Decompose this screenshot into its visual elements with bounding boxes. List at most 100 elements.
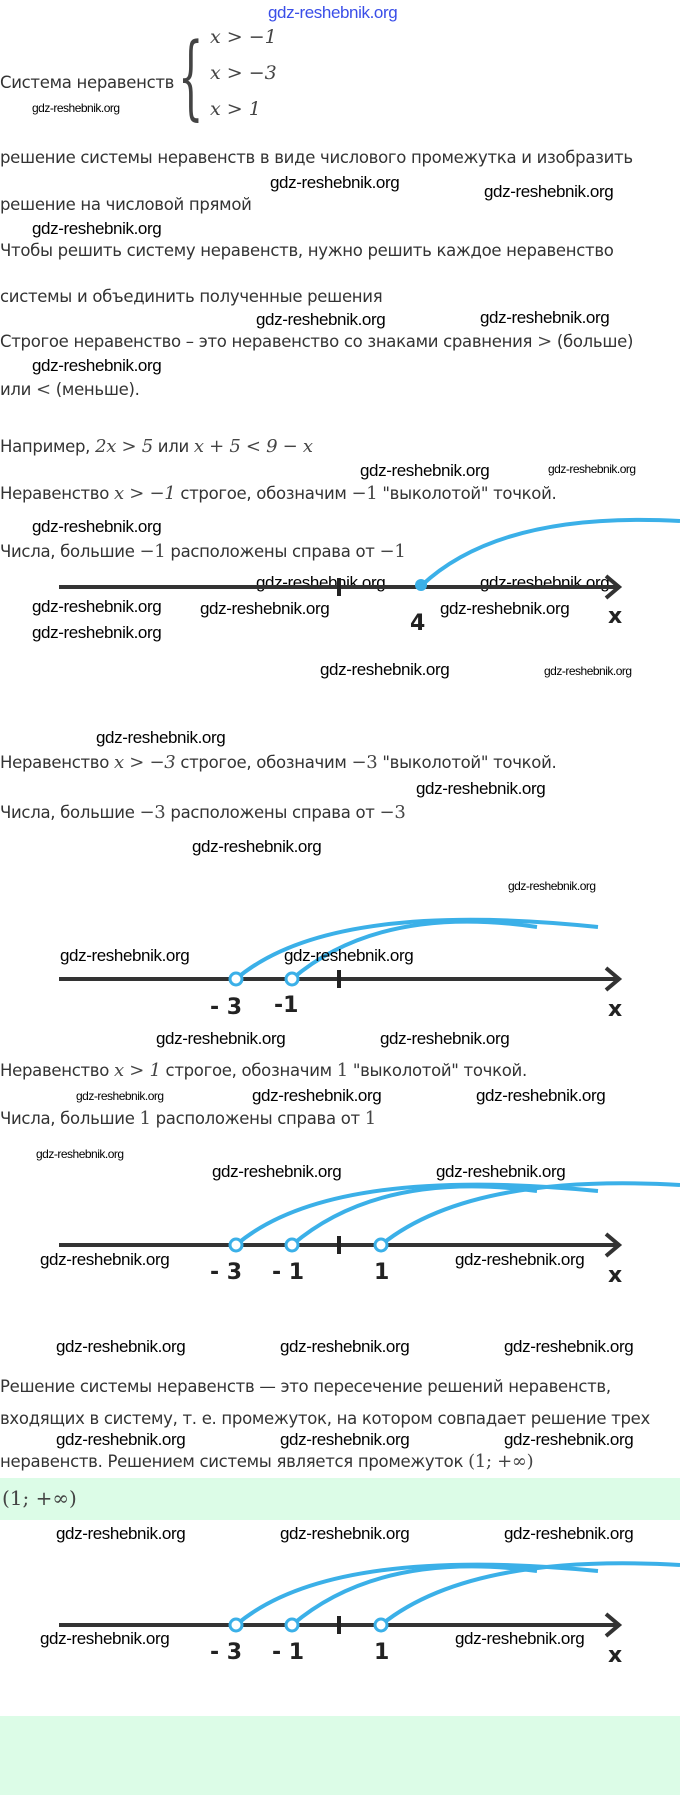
watermark: gdz-reshebnik.org	[32, 623, 162, 642]
math: >	[537, 331, 552, 352]
math: −1	[139, 541, 166, 562]
system-row: x > −1	[210, 26, 277, 48]
watermark: gdz-reshebnik.org	[56, 1337, 186, 1356]
watermark: gdz-reshebnik.org	[504, 1430, 634, 1449]
watermark: gdz-reshebnik.org	[32, 219, 162, 238]
brace-icon: {	[178, 25, 204, 131]
open-point	[228, 1237, 244, 1253]
example-line: Например, 2x > 5 или x + 5 < 9 − x	[0, 437, 313, 457]
watermark: gdz-reshebnik.org	[156, 1029, 286, 1048]
watermark: gdz-reshebnik.org	[416, 779, 546, 798]
solution-arc	[290, 1184, 538, 1247]
watermark: gdz-reshebnik.org	[548, 462, 636, 476]
number-line-3: - 3 - 1 1 x	[59, 1181, 680, 1288]
number-line-1: 4 x	[59, 517, 680, 636]
conclusion-line: неравенств. Решением системы является пр…	[0, 1451, 534, 1472]
text: Например,	[0, 437, 96, 456]
watermark: gdz-reshebnik.org	[484, 182, 614, 201]
number-line-4: - 3 - 1 1 x	[59, 1561, 680, 1668]
method-line: системы и объединить полученные решения	[0, 287, 383, 306]
solution-arc	[234, 917, 599, 981]
math: <	[36, 379, 51, 400]
system-row: x > −3	[210, 62, 277, 84]
watermark: gdz-reshebnik.org	[436, 1162, 566, 1181]
axis-label: x	[608, 604, 622, 629]
watermark: gdz-reshebnik.org	[76, 1089, 164, 1103]
math: (1; +∞)	[468, 1451, 534, 1472]
solution-arc	[234, 1182, 599, 1247]
open-point	[228, 1617, 244, 1633]
point-label: 1	[374, 1640, 389, 1665]
math: −3	[379, 802, 406, 823]
arrow-icon	[604, 574, 623, 600]
open-point	[284, 1617, 300, 1633]
task-line: решение на числовой прямой	[0, 195, 252, 214]
watermark: gdz-reshebnik.org	[360, 461, 490, 480]
solution-arc	[379, 1561, 680, 1627]
axis-label: x	[608, 1263, 622, 1288]
math: 1	[336, 1060, 348, 1081]
text: Неравенство	[0, 753, 114, 772]
math: −1	[379, 541, 406, 562]
point-label: 4	[410, 611, 425, 636]
math: −1	[351, 483, 378, 504]
answer-value: (1; +∞)	[2, 1486, 77, 1510]
answer-box-bottom	[0, 1716, 680, 1795]
text: Числа, большие	[0, 1109, 140, 1128]
text: Числа, большие	[0, 542, 140, 561]
math: x > −3	[113, 752, 176, 773]
strict-line: Строгое неравенство – это неравенство со…	[0, 332, 633, 352]
watermark: gdz-reshebnik.org	[476, 1086, 606, 1105]
text: строгое, обозначим	[175, 484, 352, 503]
text: строгое, обозначим	[175, 753, 352, 772]
number-line-2: - 3 -1 x	[59, 917, 623, 1022]
watermark: gdz-reshebnik.org	[252, 1086, 382, 1105]
watermark: gdz-reshebnik.org	[455, 1629, 585, 1648]
watermark: gdz-reshebnik.org	[544, 664, 632, 678]
solution-arc	[419, 517, 680, 588]
watermark: gdz-reshebnik.org	[32, 356, 162, 375]
text: Строгое неравенство – это неравенство со…	[0, 332, 538, 351]
point-label: - 3	[210, 995, 242, 1020]
inequality-system: { x > −1 x > −3 x > 1	[178, 22, 308, 134]
step-line: Неравенство x > −3 строгое, обозначим −3…	[0, 752, 557, 773]
text: "выколотой" точкой.	[377, 484, 557, 503]
math: x > −1	[113, 483, 176, 504]
watermark: gdz-reshebnik.org	[455, 1250, 585, 1269]
open-point	[373, 1237, 389, 1253]
method-line: Чтобы решить систему неравенств, нужно р…	[0, 241, 614, 260]
conclusion-line: Решение системы неравенств — это пересеч…	[0, 1377, 611, 1396]
watermark: gdz-reshebnik.org	[320, 660, 450, 679]
text: или	[152, 437, 194, 456]
watermark: gdz-reshebnik.org	[200, 599, 330, 618]
system-row: x > 1	[210, 98, 261, 120]
text: строгое, обозначим	[160, 1061, 337, 1080]
watermark: gdz-reshebnik.org	[32, 101, 120, 115]
axis-label: x	[608, 997, 622, 1022]
task-line: решение системы неравенств в виде числов…	[0, 148, 633, 167]
axis-label: x	[608, 1643, 622, 1668]
math: x > 1	[113, 1060, 161, 1081]
watermark: gdz-reshebnik.org	[440, 599, 570, 618]
math: 1	[364, 1108, 376, 1129]
watermark: gdz-reshebnik.org	[56, 1430, 186, 1449]
math: −3	[351, 752, 378, 773]
watermark: gdz-reshebnik.org	[480, 308, 610, 327]
watermark: gdz-reshebnik.org	[60, 946, 190, 965]
watermark: gdz-reshebnik.org	[40, 1250, 170, 1269]
watermark: gdz-reshebnik.org	[280, 1337, 410, 1356]
math: x + 5 < 9 − x	[193, 436, 313, 457]
arrow-icon	[604, 966, 623, 992]
solution-arc	[290, 1564, 538, 1627]
text: Неравенство	[0, 484, 114, 503]
point-label: - 3	[210, 1640, 242, 1665]
watermark: gdz-reshebnik.org	[504, 1337, 634, 1356]
solution-arc	[234, 1562, 599, 1627]
system-label: Система неравенств	[0, 73, 175, 92]
point	[415, 579, 427, 591]
open-point	[284, 1237, 300, 1253]
point-label: -1	[274, 993, 298, 1018]
watermark: gdz-reshebnik.org	[32, 517, 162, 536]
text: расположены справа от	[150, 1109, 365, 1128]
